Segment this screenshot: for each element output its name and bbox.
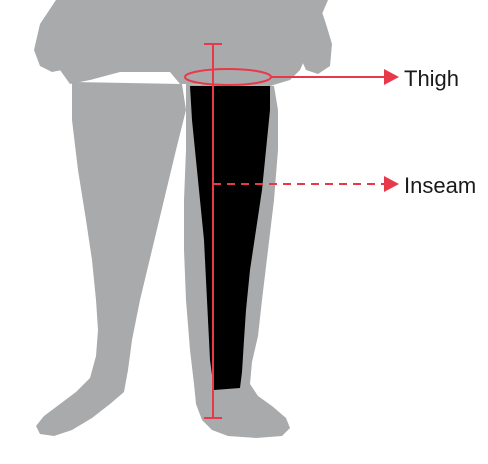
thigh-label: Thigh [404,66,459,91]
body-silhouette [34,0,332,438]
arrow-right-icon [384,69,399,85]
left-leg [36,82,186,436]
arrow-right-icon [384,176,399,192]
inseam-label: Inseam [404,173,476,198]
